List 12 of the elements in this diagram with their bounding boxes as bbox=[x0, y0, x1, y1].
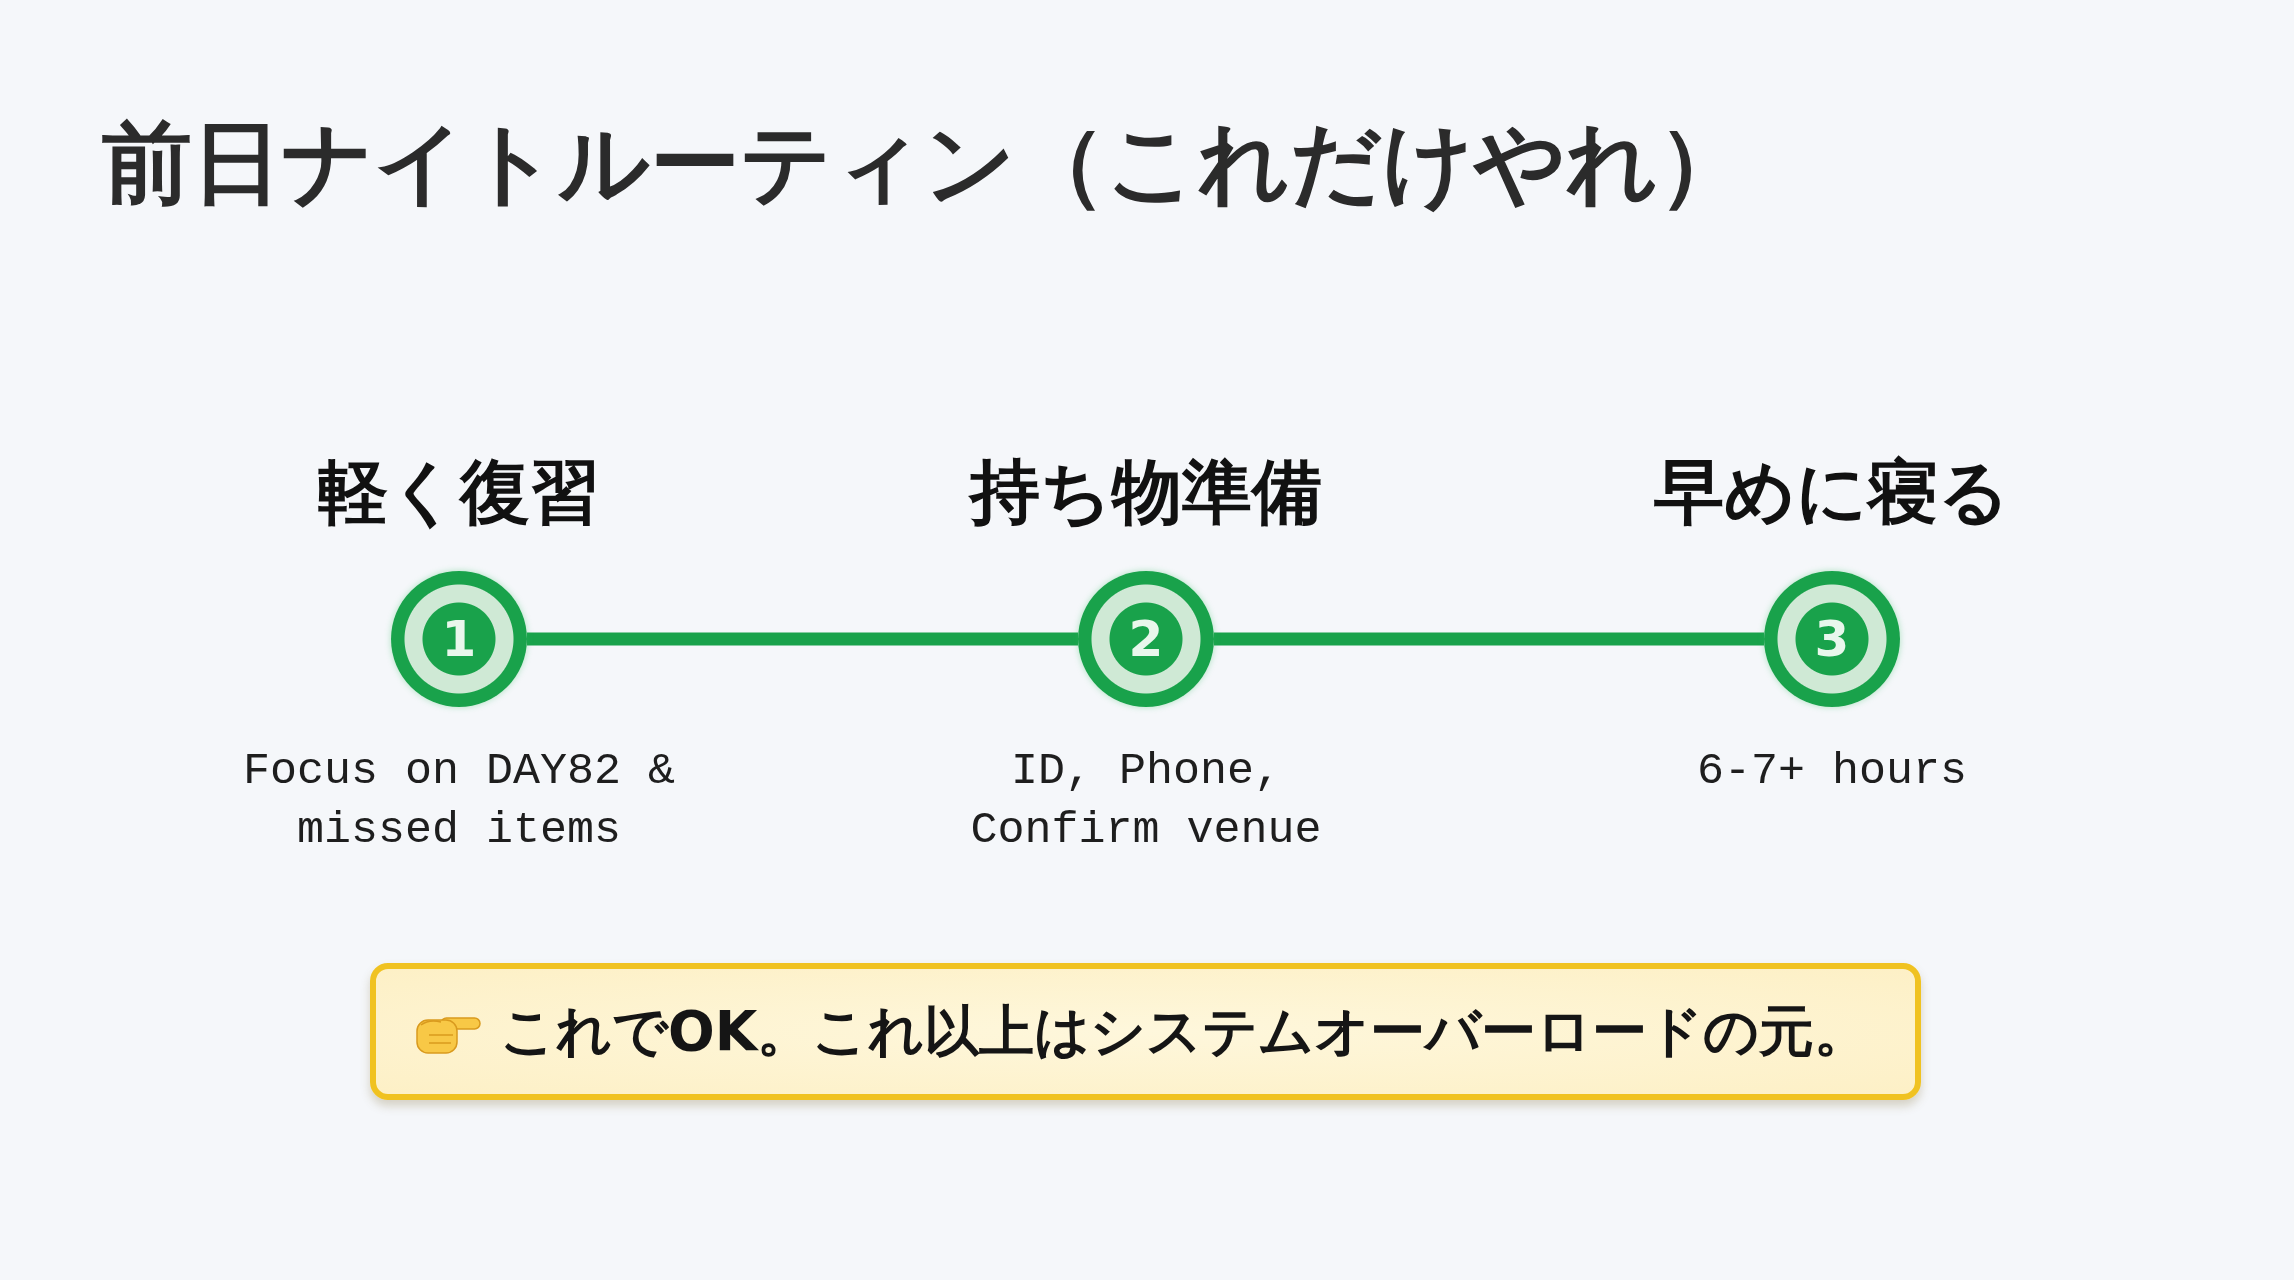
step-description: ID, Phone, Confirm venue bbox=[969, 745, 1323, 858]
step-heading: 持ち物準備 bbox=[970, 457, 1322, 527]
step-number: 2 bbox=[1128, 614, 1164, 664]
note-text: これでOK。これ以上はシステムオーバーロードの元。 bbox=[500, 1004, 1870, 1059]
note-box bbox=[370, 963, 1921, 1100]
connector-line bbox=[1214, 632, 1764, 646]
step-number: 1 bbox=[441, 614, 477, 664]
step-number: 3 bbox=[1814, 614, 1850, 664]
step-description: Focus on DAY82 & missed items bbox=[241, 745, 677, 858]
step-heading: 早めに寝る bbox=[1654, 457, 2010, 527]
connector-line bbox=[527, 632, 1078, 646]
step-description: 6-7+ hours bbox=[1697, 745, 1967, 799]
